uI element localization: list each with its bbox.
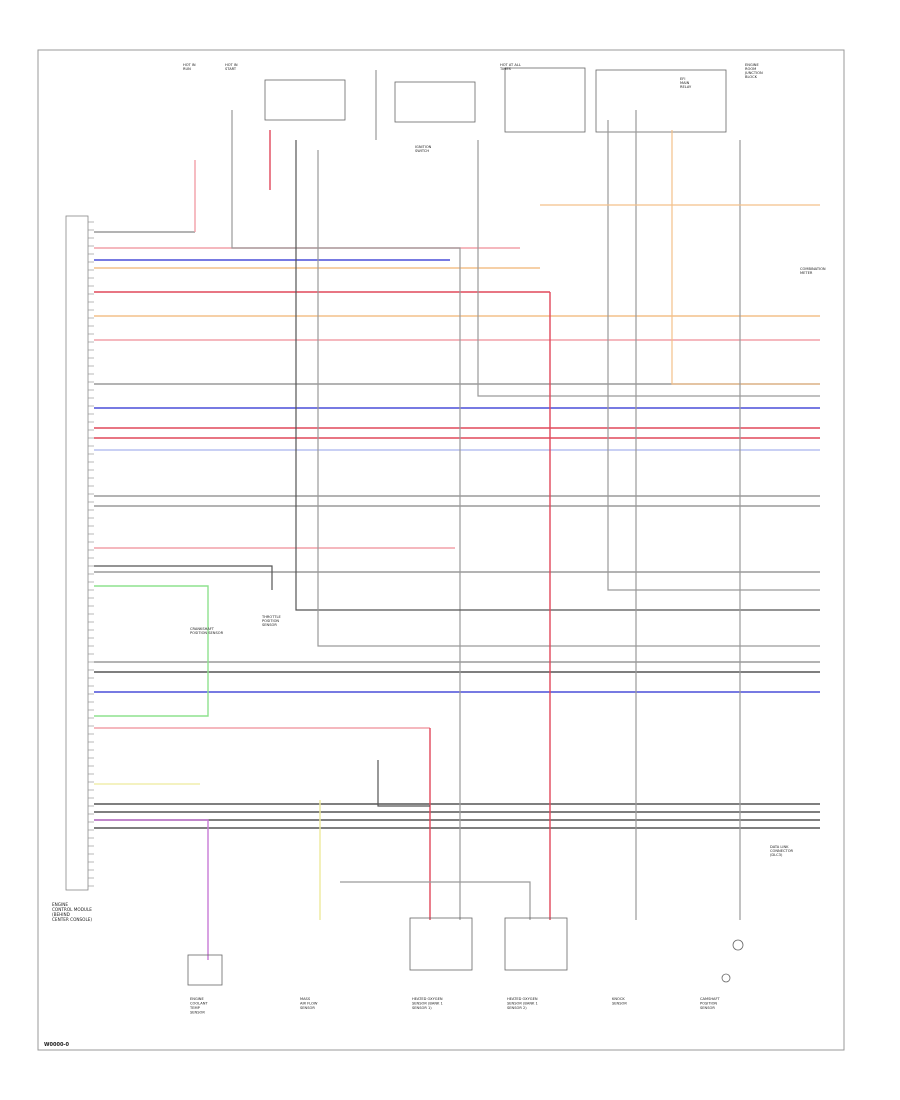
wire-vertical-4 bbox=[607, 120, 820, 591]
wire-crank bbox=[94, 585, 209, 717]
wire-relay bbox=[671, 130, 820, 385]
diagram-border bbox=[37, 49, 845, 1051]
wire-maf-2 bbox=[340, 881, 531, 920]
ecm-label: ENGINE CONTROL MODULE (BEHIND CENTER CON… bbox=[52, 902, 93, 922]
ecm-connector bbox=[65, 215, 89, 891]
bottom-components bbox=[187, 917, 744, 986]
throttle-sensor-label: THROTTLE POSITION SENSOR bbox=[261, 615, 282, 627]
wire-vertical-3 bbox=[477, 140, 820, 397]
top-components bbox=[264, 67, 727, 140]
top-fuse-1-label: HOT IN RUN bbox=[183, 63, 197, 71]
footer-code: W0000-0 bbox=[44, 1042, 70, 1048]
ecm-pins bbox=[88, 221, 94, 887]
wire-group bbox=[94, 110, 820, 960]
wire-vertical-2 bbox=[317, 150, 820, 647]
right-mid-label: COMBINATION METER bbox=[800, 267, 827, 275]
ignition-switch-label: IGNITION SWITCH bbox=[415, 145, 433, 153]
ecm-relay-label: EFI MAIN RELAY bbox=[680, 77, 692, 89]
wire-vertical-1 bbox=[295, 140, 820, 611]
wire-throttle bbox=[94, 565, 273, 590]
wire-ign bbox=[231, 110, 461, 920]
right-bottom-label: DATA LINK CONNECTOR (DLC3) bbox=[770, 845, 794, 857]
top-fuse-2-label: HOT IN START bbox=[225, 63, 239, 71]
stop-light-label: HOT AT ALL TIMES bbox=[499, 63, 522, 71]
wire-coolant bbox=[94, 819, 209, 960]
wire-maf-3 bbox=[377, 760, 430, 807]
crank-sensor-label: CRANKSHAFT POSITION SENSOR bbox=[190, 627, 224, 635]
right-top-label: ENGINE ROOM JUNCTION BLOCK bbox=[744, 63, 764, 79]
